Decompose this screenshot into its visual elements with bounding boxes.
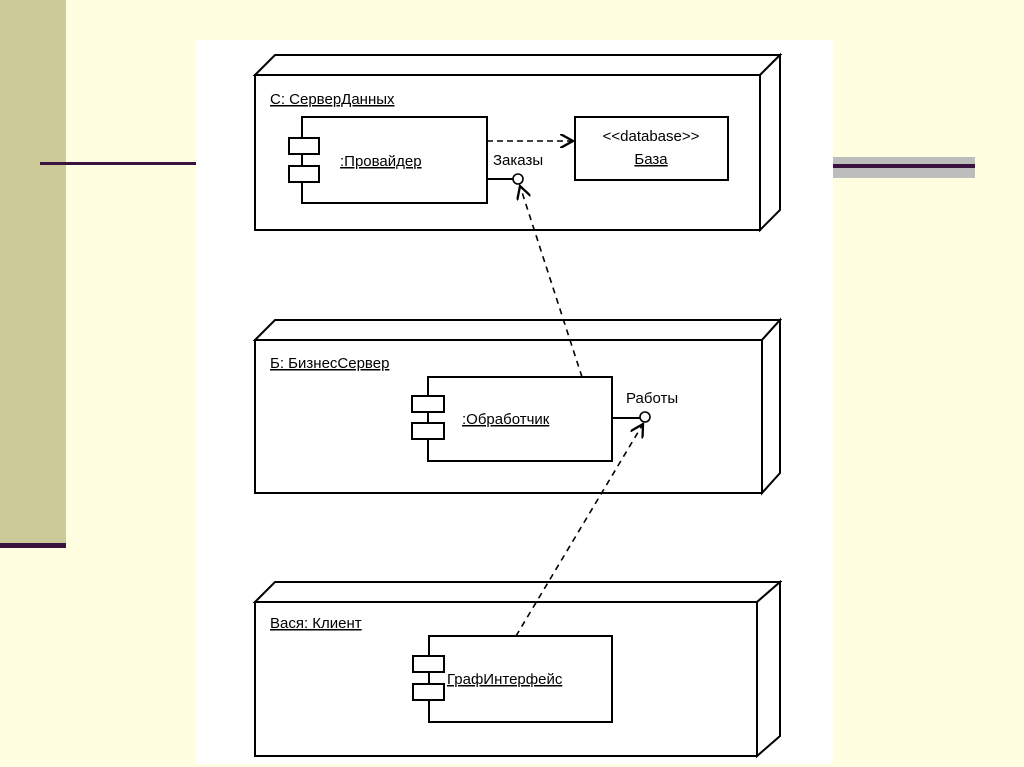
component-label: :Обработчик (462, 411, 550, 428)
component-tab-icon (288, 137, 320, 155)
component-tab-icon (412, 683, 445, 701)
slide-title-rule-right (833, 164, 975, 168)
component-box (427, 376, 613, 462)
interface-orders[interactable]: Заказы (487, 152, 543, 185)
node-label: Вася: Клиент (270, 615, 362, 632)
node-3d-side (756, 579, 781, 759)
node-client[interactable]: Вася: Клиент ГрафИнтерфейс (252, 579, 783, 759)
component-tab-icon (288, 165, 320, 183)
interface-lollipop-icon (512, 173, 524, 185)
dependency-handler-orders (520, 186, 583, 378)
component-label: База (634, 151, 668, 168)
component-tab-icon (411, 422, 445, 440)
node-3d-top (252, 54, 783, 76)
node-3d-top (252, 581, 783, 603)
component-box (428, 635, 613, 723)
node-label: Б: БизнесСервер (270, 355, 389, 372)
node-data-server[interactable]: С: СерверДанных :Провайдер <<database>> … (252, 52, 783, 233)
component-box (574, 116, 729, 181)
component-database[interactable]: <<database>> База (574, 116, 729, 181)
interface-label: Работы (626, 390, 678, 407)
component-handler[interactable]: :Обработчик (411, 376, 613, 462)
node-3d-side (761, 317, 781, 496)
node-3d-top (252, 319, 783, 341)
component-tab-icon (411, 395, 445, 413)
component-label: :Провайдер (340, 153, 422, 170)
node-label: С: СерверДанных (270, 91, 395, 108)
component-gui[interactable]: ГрафИнтерфейс (412, 635, 613, 723)
slide-accent-bar (0, 0, 66, 545)
stereotype-label: <<database>> (603, 128, 700, 145)
interface-label: Заказы (493, 152, 543, 169)
node-business-server[interactable]: Б: БизнесСервер :Обработчик Работы (252, 317, 783, 496)
component-box (301, 116, 488, 204)
node-3d-side (759, 52, 781, 233)
slide-title-rule-left (40, 162, 200, 165)
component-label: ГрафИнтерфейс (447, 671, 563, 688)
component-provider[interactable]: :Провайдер (288, 116, 488, 204)
dependency-gui-jobs (515, 424, 643, 637)
interface-lollipop-icon (639, 411, 651, 423)
slide-accent-underline (0, 543, 66, 548)
interface-jobs[interactable]: Работы (612, 390, 678, 423)
component-tab-icon (412, 655, 445, 673)
